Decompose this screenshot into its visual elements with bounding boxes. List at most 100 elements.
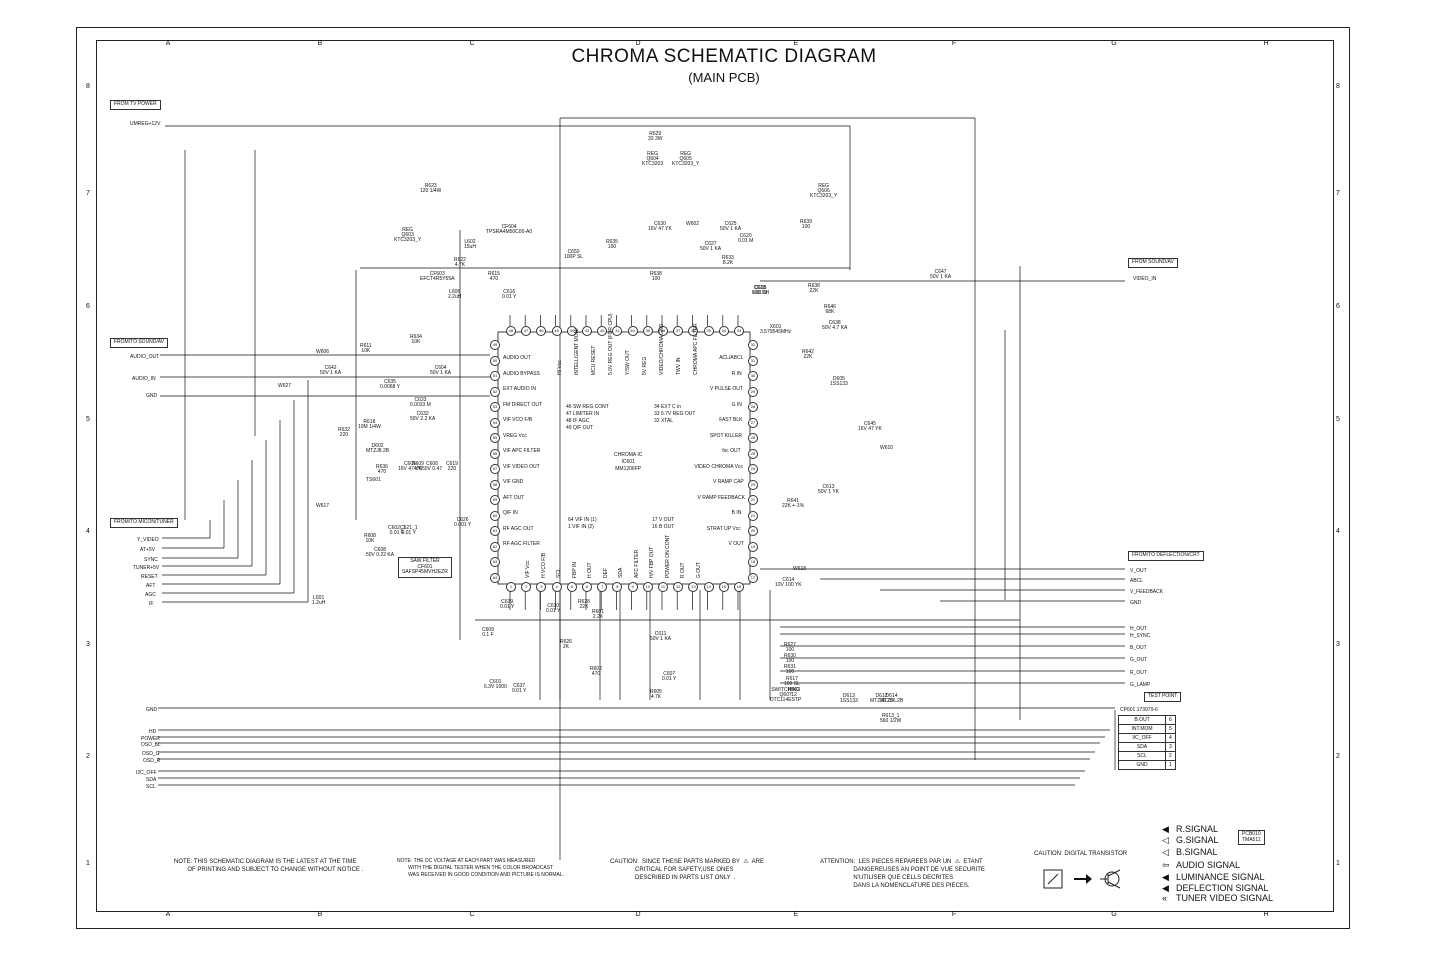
legend-glyph-icon: ◁ — [1162, 835, 1169, 845]
ic-pin-right-26: 26 — [748, 433, 758, 443]
component-label: R601 2.2K — [592, 609, 604, 620]
column-label-bottom-D: D — [635, 911, 641, 918]
left-signal-scl: SCL — [146, 784, 156, 790]
legend-label: DEFLECTION SIGNAL — [1176, 883, 1269, 893]
ic-pin-top-47: 47 — [521, 326, 532, 336]
component-label: R605 4.7K — [650, 689, 662, 700]
ic-pin-top-37: 37 — [673, 326, 684, 336]
outer-frame — [76, 27, 1350, 929]
ic-pin-left-50: 50 — [490, 355, 500, 366]
ic-right-label: V RAMP FEEDBACK — [697, 494, 745, 501]
column-label-A: A — [165, 40, 171, 47]
ic-pin-bottom-12: 12 — [673, 582, 684, 592]
component-label: W606 — [316, 349, 330, 355]
component-label: R631 100 — [784, 664, 796, 675]
ic-bottom-label: DEF — [602, 568, 609, 578]
ic-pin-top-36: 36 — [688, 326, 699, 336]
legend-glyph-icon: ◀ — [1162, 824, 1169, 834]
ic-right-label: G IN — [731, 401, 742, 408]
left-signal-aft: AFT — [146, 583, 156, 589]
left-signal-gnd1: GND — [146, 393, 158, 399]
right-signal-g-out: G_OUT — [1130, 657, 1148, 663]
ic-pin-left-54: 54 — [490, 417, 500, 428]
ic-pin-bottom-2: 2 — [521, 582, 532, 592]
row-label-right-1: 1 — [1336, 860, 1340, 867]
ic-bottom-label: SDA — [618, 567, 624, 578]
component-label: C632 50V 2.2 KA — [410, 411, 436, 422]
ic-right-label: R IN — [731, 370, 742, 377]
test-point-pin: 5 — [1165, 724, 1176, 734]
component-label: D612 MTZJ6.2B — [870, 693, 894, 704]
component-label: D614 MTZJ6.2B — [880, 693, 904, 704]
component-label: R628 22K — [578, 599, 590, 610]
column-label-C: C — [469, 40, 475, 47]
ic-bottom-label: H OUT — [587, 562, 593, 578]
ic-pin-top-35: 35 — [703, 326, 714, 336]
block-test-point: TEST POINT — [1144, 692, 1182, 702]
component-label: C609 0.1 F — [482, 627, 494, 638]
right-signal-g-lamp: G_LAMP — [1130, 682, 1151, 688]
right-signal-h-out: H_OUT — [1130, 626, 1147, 632]
left-signal-audio-out: AUDIO_OUT — [130, 354, 160, 360]
test-point-pin: 3 — [1165, 742, 1176, 752]
component-label: C619 220 — [446, 461, 458, 472]
component-label: R623 120 1/4W — [420, 183, 442, 194]
ic-inner-text-right: 34 EXT C in 33 6.7V REG OUT 32 XTAL — [654, 404, 696, 424]
ic-pin-top-46: 46 — [536, 326, 547, 336]
component-label: C607 0.01 Y — [662, 671, 677, 682]
ic-bottom-label: POWER ON CONT — [664, 534, 671, 578]
component-label: R618 10M 1/4W — [358, 419, 381, 430]
ic-pin-right-32: 32 — [748, 340, 758, 350]
right-signal-v-out: V_OUT — [1130, 568, 1147, 574]
left-signal-audio-in: AUDIO_IN — [132, 376, 156, 382]
ic-left-label: RF AGC OUT — [503, 525, 534, 532]
ic-pin-bottom-5: 5 — [566, 582, 577, 592]
column-label-bottom-C: C — [469, 911, 475, 918]
component-label: C642 50V 1 KA — [320, 365, 342, 376]
left-signal-if: IF — [149, 601, 154, 607]
left-signal-power: POWER — [141, 736, 160, 742]
saw-filter: SAW FILTER CF601 SAFSP45MVH2EZR — [398, 557, 452, 578]
left-signal-at5: AT+5V — [140, 547, 156, 553]
note-attention: ATTENTION: LES PIECES REPAREES PAR UN ⚠ … — [820, 859, 985, 890]
component-label: C626 0.001 Y — [454, 517, 472, 528]
ic-pin-bottom-16: 16 — [734, 582, 744, 592]
component-label: C650 100P SL — [564, 249, 584, 260]
component-label: C601 6.3V 1000 — [484, 679, 507, 690]
ic-right-label: V RAMP CAP — [713, 479, 744, 485]
pcb-code: PCB010 TMA511 — [1238, 830, 1265, 845]
component-label: REG Q606 KTC3203_Y — [810, 183, 838, 199]
ic-pin-bottom-3: 3 — [536, 582, 547, 592]
column-label-bottom-E: E — [793, 911, 799, 918]
column-label-B: B — [317, 40, 323, 47]
ic-pin-top-43: 43 — [582, 326, 592, 336]
component-label: C647 50V 1 KA — [930, 269, 952, 280]
component-label: C616 0.01 Y — [502, 289, 517, 300]
ic-pin-bottom-14: 14 — [703, 582, 714, 592]
component-label: R626 2K — [560, 639, 572, 650]
ic-bottom-label: AFC FILTER — [633, 549, 640, 578]
ic-pin-top-42: 42 — [597, 326, 608, 336]
row-label-2: 2 — [86, 753, 90, 760]
legend-glyph-icon: ◀ — [1162, 883, 1169, 893]
ic-bottom-label: G OUT — [695, 562, 702, 578]
ic-left-label: AUDIO BYPASS — [503, 370, 540, 377]
component-label: R602 470 — [590, 666, 602, 677]
ic-pin-left-55: 55 — [490, 433, 500, 443]
component-label: C621_1 0.01 Y — [400, 525, 418, 536]
ic-pin-bottom-4: 4 — [551, 582, 562, 592]
ic-pin-top-45: 45 — [551, 326, 562, 336]
ic-pin-bottom-15: 15 — [718, 582, 729, 592]
digital-transistor-symbol — [1043, 869, 1121, 889]
component-label: C625 50V 1 KA — [720, 221, 742, 232]
component-label: REG Q603 KTC3203_Y — [394, 227, 422, 243]
ic-pin-right-28: 28 — [748, 402, 758, 412]
ic-left-label: QIF IN — [503, 510, 518, 516]
row-label-right-5: 5 — [1336, 416, 1340, 423]
test-point-header: CP601 173979-6 — [1120, 707, 1158, 713]
ic-left-label: VIF VIDEO OUT — [503, 463, 540, 470]
left-signal-agc: AGC — [145, 592, 156, 598]
test-point-pin: 2 — [1165, 751, 1176, 761]
